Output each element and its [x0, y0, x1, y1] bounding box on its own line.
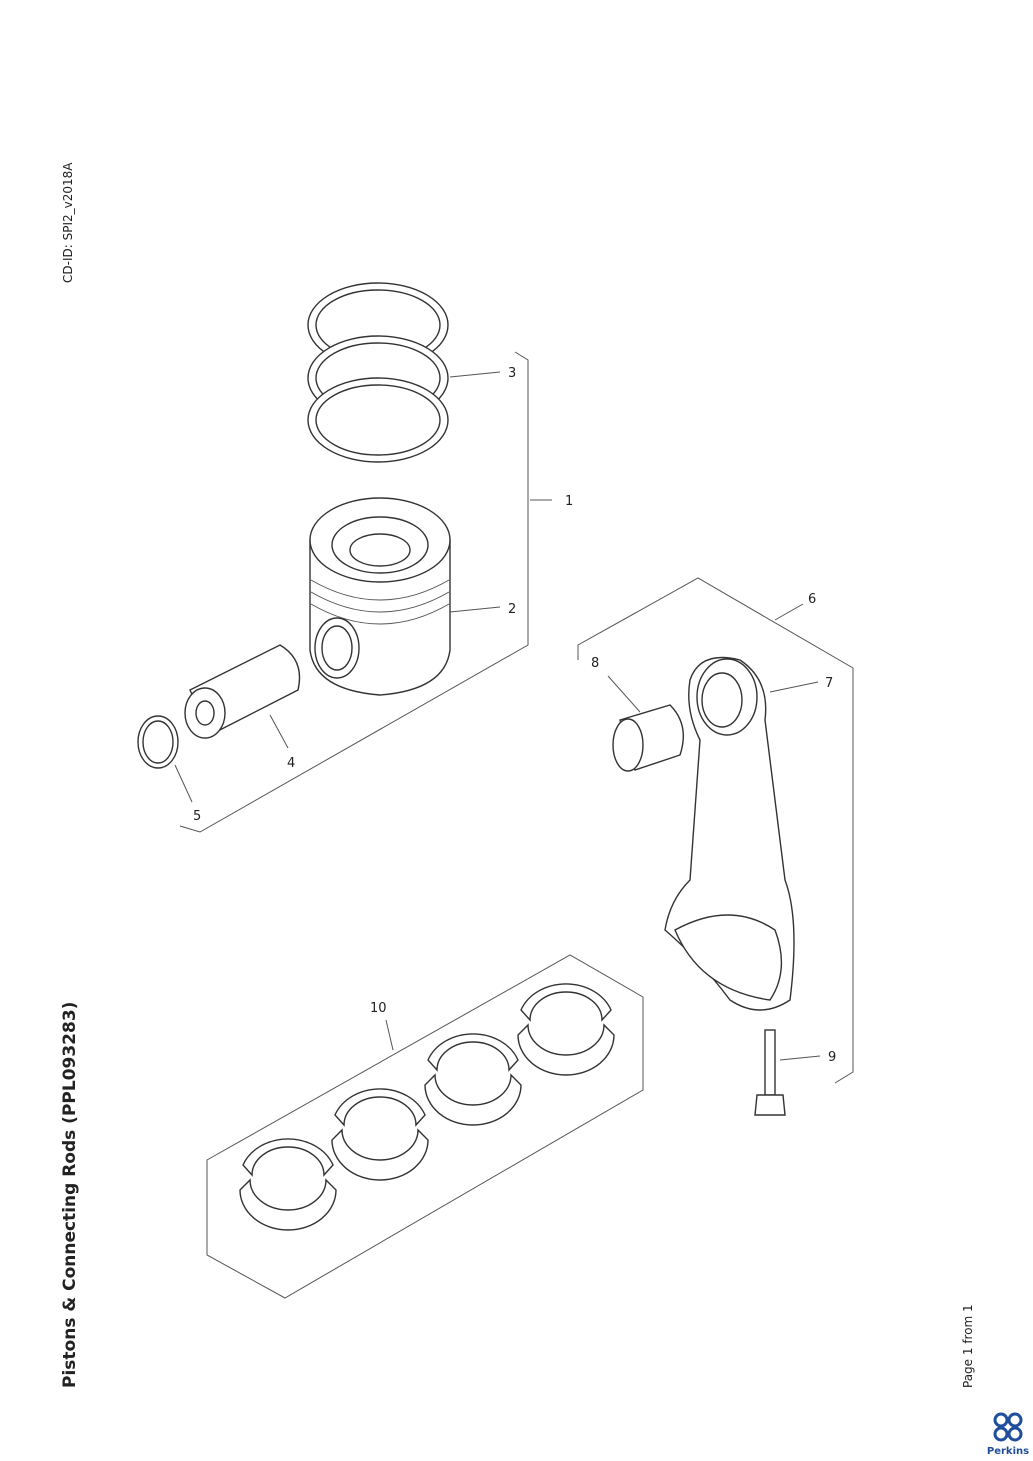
- small-end-bush: [612, 704, 684, 772]
- leader-lines: [174, 371, 821, 1061]
- callout-6: 6: [808, 592, 816, 607]
- callout-10: 10: [370, 1001, 387, 1016]
- bracket-10: [206, 954, 644, 1299]
- callout-3: 3: [508, 366, 516, 381]
- conrod-bolt: [754, 1029, 786, 1116]
- circlip-inner: [142, 720, 174, 764]
- bracket-6: [577, 577, 854, 1084]
- perkins-logo: Perkins: [986, 1412, 1030, 1457]
- callout-7: 7: [825, 676, 833, 691]
- bearing-shells: [239, 983, 615, 1231]
- callout-1: 1: [565, 494, 573, 509]
- callout-4: 4: [287, 756, 295, 771]
- callout-9: 9: [828, 1050, 836, 1065]
- connecting-rod: [664, 656, 795, 1011]
- callout-2: 2: [508, 602, 516, 617]
- callout-8: 8: [591, 656, 599, 671]
- piston-pin: [184, 644, 301, 739]
- logo-text: Perkins: [986, 1446, 1030, 1457]
- callout-5: 5: [193, 809, 201, 824]
- perkins-logo-icon: [993, 1412, 1023, 1442]
- bracket-1: [179, 351, 529, 833]
- piston: [309, 497, 451, 696]
- piston-rings: [307, 282, 449, 463]
